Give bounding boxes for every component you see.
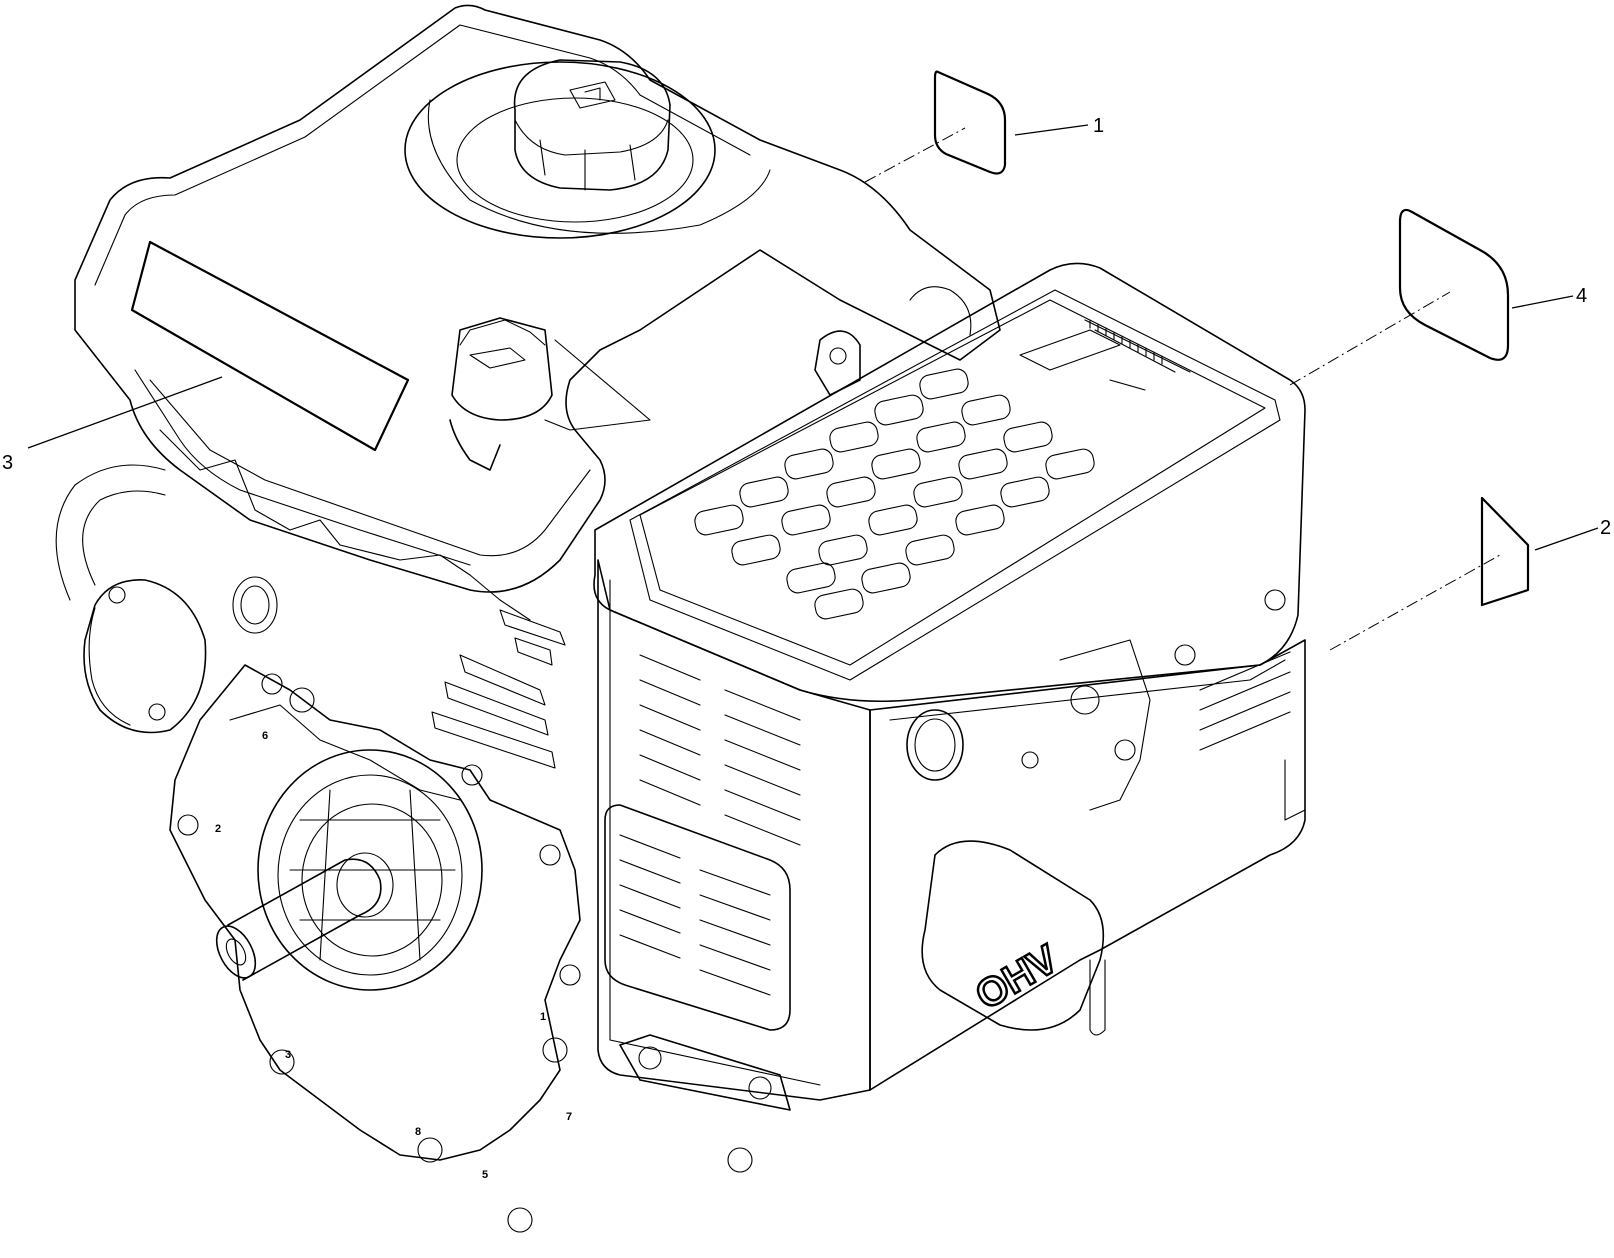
decal-2: 2: [1329, 496, 1611, 651]
cylinder-fins: [232, 576, 566, 769]
cover-mark-8: 8: [415, 1126, 421, 1138]
fuel-cap: [404, 59, 771, 239]
callout-1: 1: [1093, 115, 1104, 137]
air-cleaner-vent-slots: [694, 368, 1095, 620]
callout-4: 4: [1576, 285, 1587, 307]
crankcase-cover: 6 2 3 8 5 1 7: [169, 664, 753, 1233]
air-cleaner-cover: [593, 262, 1306, 703]
engine-shroud-front: [597, 559, 871, 1111]
cover-mark-5: 5: [482, 1169, 488, 1181]
callout-2: 2: [1600, 517, 1611, 539]
fuel-tank: [74, 4, 1001, 621]
ohv-emblem-text: OHV: [968, 937, 1065, 1019]
decal-1: 1: [864, 70, 1104, 183]
cover-mark-3: 3: [285, 1049, 291, 1061]
lift-bracket: [814, 286, 972, 396]
decal-3-recess: [130, 240, 410, 452]
cover-mark-7: 7: [566, 1111, 572, 1123]
decal-4: 4: [1289, 208, 1587, 386]
recoil-starter-cup: [55, 464, 207, 734]
decal-3-callout: 3: [2, 376, 223, 474]
cover-mark-1: 1: [540, 1011, 546, 1023]
engine-right-panel: OHV: [869, 589, 1306, 1091]
cover-mark-6: 6: [262, 730, 268, 742]
callout-3: 3: [2, 452, 13, 474]
oil-fill-cap: [449, 317, 651, 471]
bolt-heads: [177, 673, 753, 1233]
cover-mark-2: 2: [215, 823, 221, 835]
